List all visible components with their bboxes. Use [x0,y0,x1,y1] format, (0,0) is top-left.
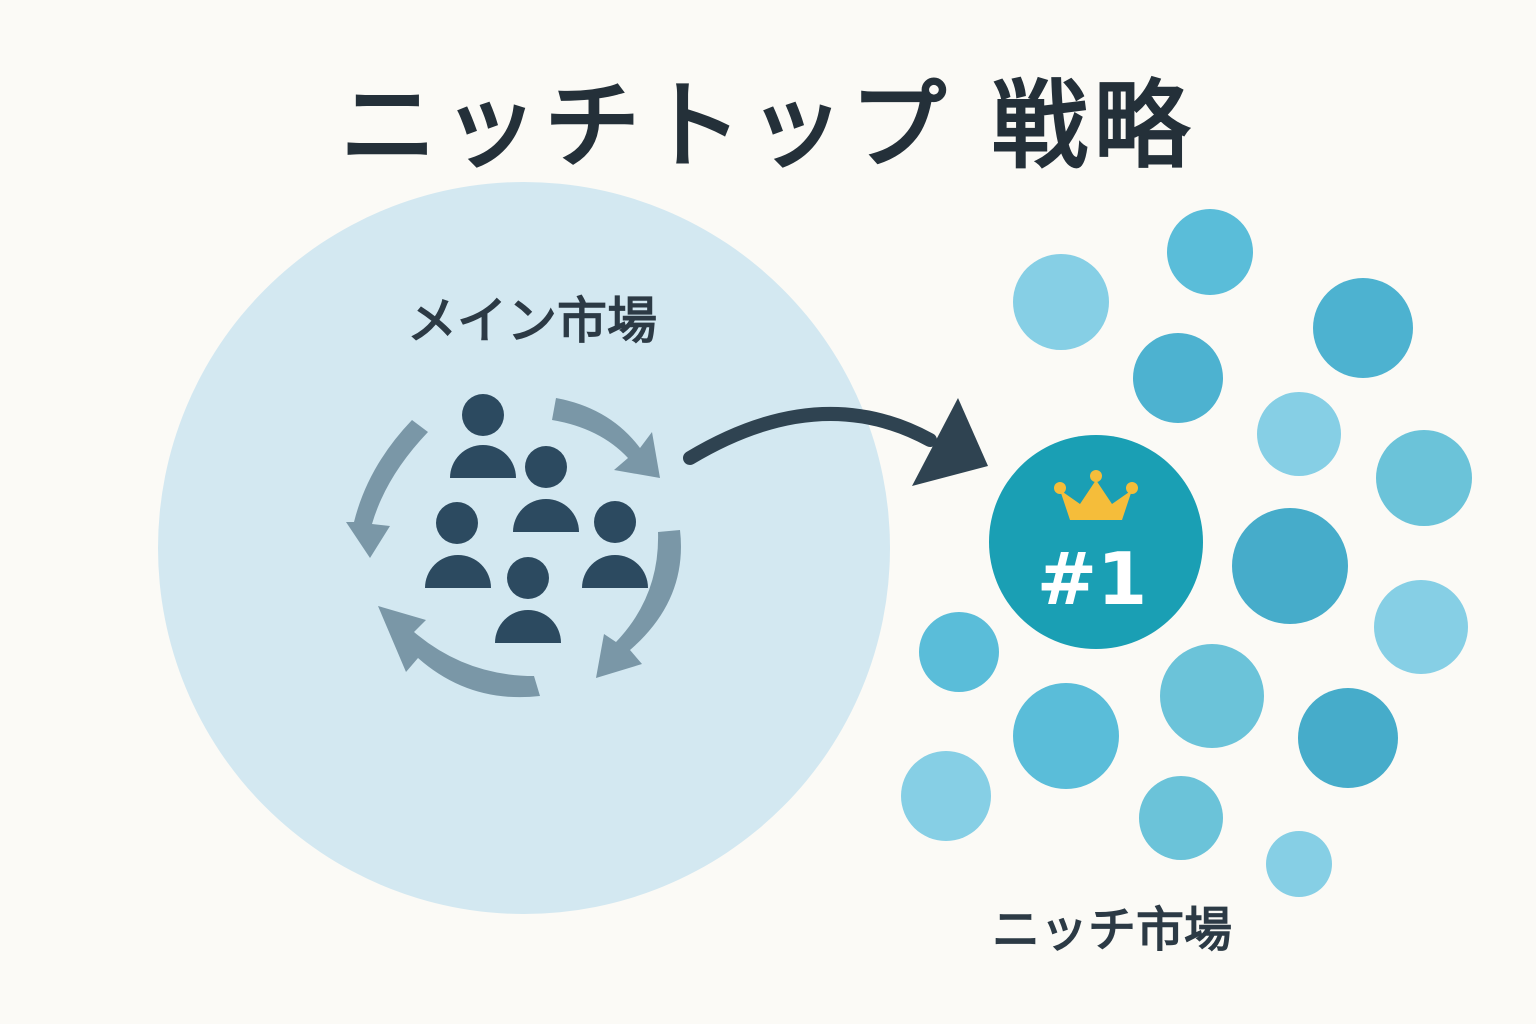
niche-circle [901,751,991,841]
niche-circle [919,612,999,692]
rank-label: #1 [1037,537,1147,621]
rank-circle [989,435,1203,649]
niche-circle [1266,831,1332,897]
niche-circle [1133,333,1223,423]
niche-circle [1376,430,1472,526]
people-group-icon [425,394,648,643]
cycle-arrows-icon [346,398,681,698]
diagram-title: ニッチトップ 戦略 [340,70,1196,182]
niche-circles [901,209,1472,897]
niche-circle [1313,278,1413,378]
crown-icon [1054,470,1138,520]
transition-arrow [683,398,988,486]
main-market-label: メイン市場 [407,292,657,350]
niche-circle [1298,688,1398,788]
niche-market-label: ニッチ市場 [992,902,1232,958]
niche-circle [1160,644,1264,748]
niche-circle [1013,254,1109,350]
main-market-circle [158,182,890,914]
niche-circle [1139,776,1223,860]
niche-circle [1167,209,1253,295]
niche-circle [1232,508,1348,624]
niche-circle [1374,580,1468,674]
niche-circle [1013,683,1119,789]
niche-circle [1257,392,1341,476]
